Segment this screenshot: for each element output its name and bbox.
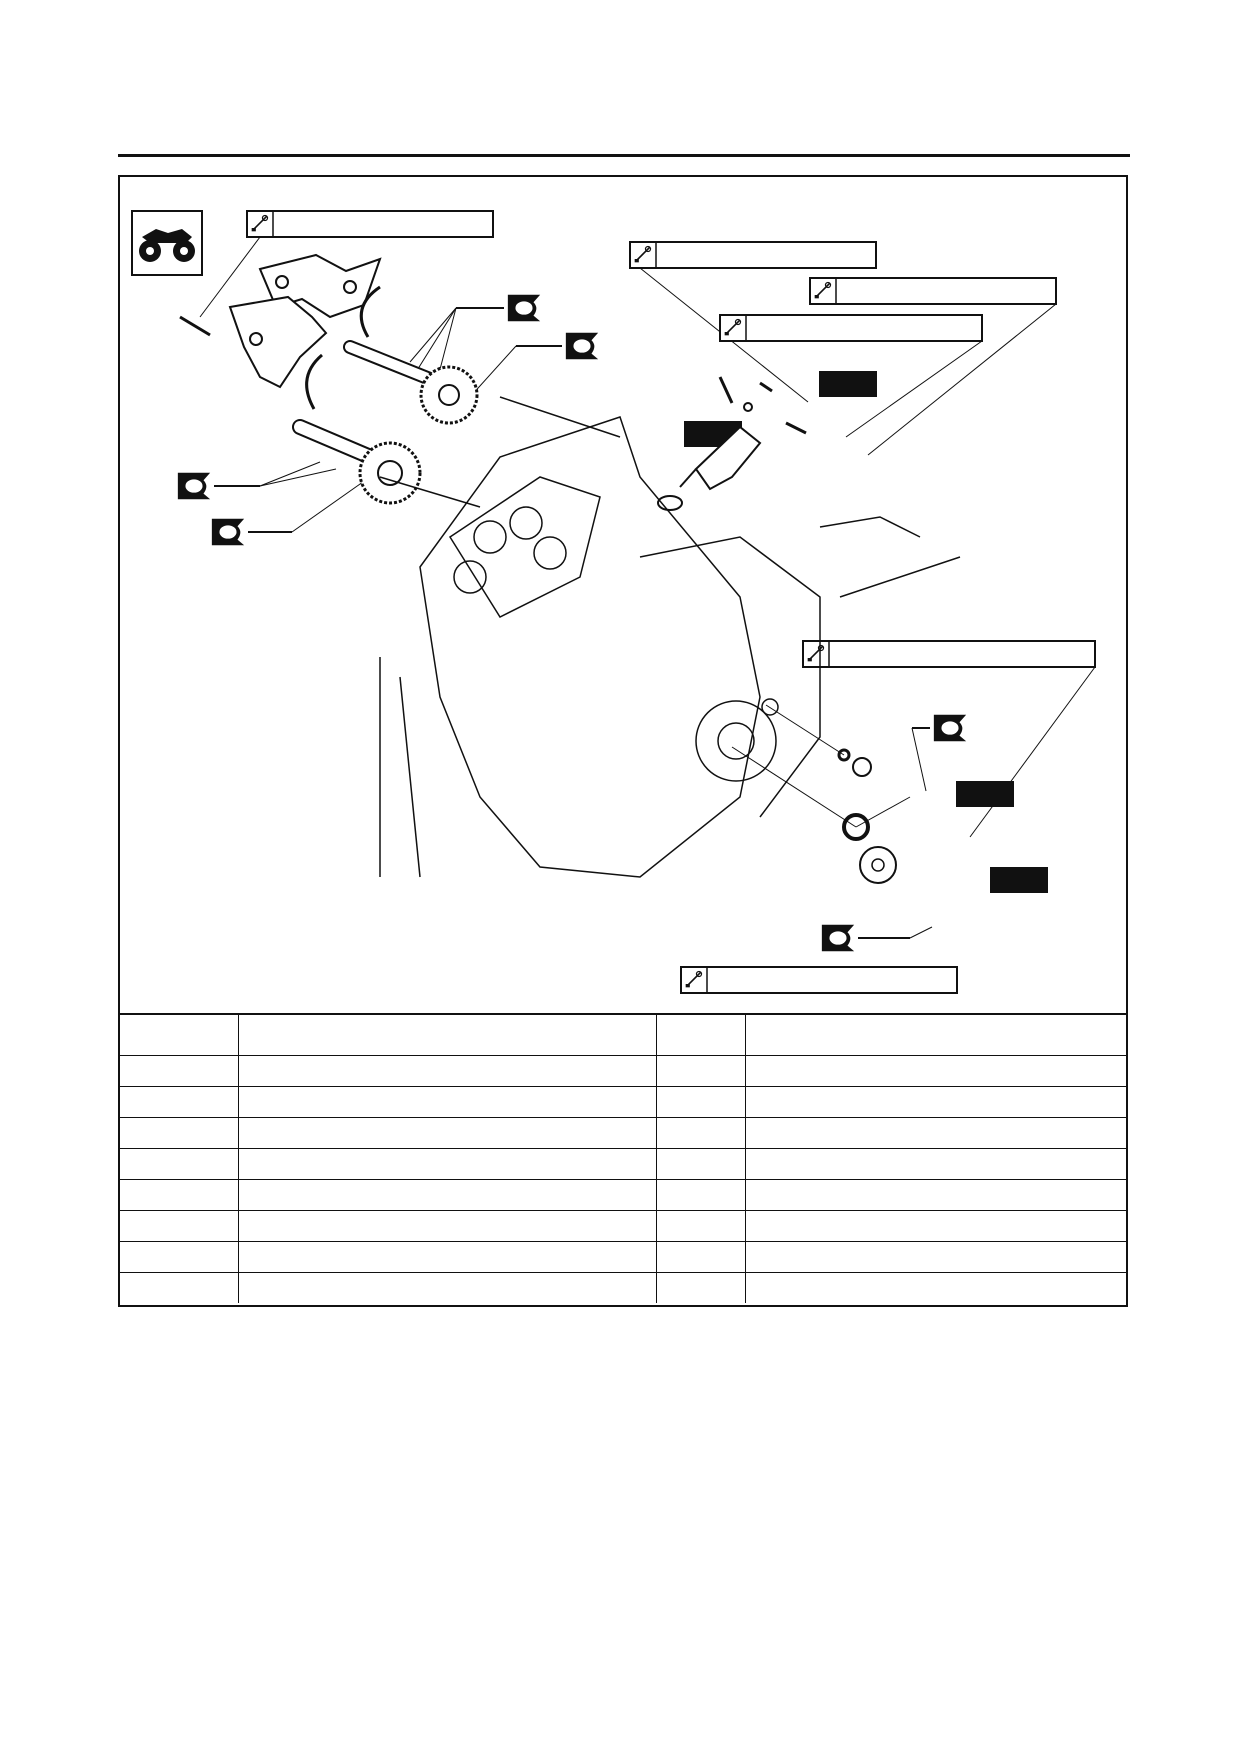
oil-can-icon [821, 924, 933, 952]
torque-callout-crank-plug [680, 966, 958, 994]
table-row [120, 1210, 1126, 1242]
oil-can-icon [409, 294, 541, 378]
engine-block [379, 396, 961, 878]
table-cell [656, 1272, 746, 1303]
table-cell [656, 1117, 746, 1149]
table-cell [238, 1179, 657, 1211]
table-cell [238, 1241, 657, 1273]
table-cell [745, 1117, 1126, 1149]
torque-callout-tensioner-cap [719, 314, 983, 438]
header-cell-remarks [745, 1013, 1126, 1056]
cap-bolt [179, 315, 211, 337]
torque-callout-tensioner-bolt [629, 241, 877, 403]
table-row [120, 1055, 1126, 1087]
table-cell [120, 1117, 239, 1149]
header-rule [118, 154, 1130, 157]
timing-plug [852, 757, 872, 777]
table-cell [238, 1055, 657, 1087]
table-cell [120, 1148, 239, 1180]
replace-label [990, 867, 1048, 893]
torque-callout-cap-bolt [199, 210, 494, 318]
table-cell [238, 1086, 657, 1118]
intake-camshaft [343, 340, 479, 425]
table-cell [656, 1148, 746, 1180]
table-row [120, 1086, 1126, 1118]
table-cell [238, 1117, 657, 1149]
crankshaft-end-plug [859, 846, 897, 884]
table-header-row [120, 1013, 1126, 1056]
table-cell [120, 1179, 239, 1211]
table-cell [656, 1179, 746, 1211]
oil-can-icon [177, 461, 337, 500]
exploded-view-panel [118, 175, 1128, 1307]
table-cell [745, 1055, 1126, 1087]
table-cell [120, 1241, 239, 1273]
table-cell [120, 1086, 239, 1118]
table-cell [120, 1272, 239, 1303]
table-cell [656, 1086, 746, 1118]
camshaft-exploded-diagram [131, 210, 1096, 994]
table-cell [745, 1272, 1126, 1303]
table-cell [745, 1148, 1126, 1180]
oil-can-icon [469, 332, 599, 398]
torque-callout-tensioner-bolt-2 [809, 277, 1057, 456]
exhaust-camshaft [292, 419, 422, 505]
table-row [120, 1179, 1126, 1211]
table-cell [745, 1086, 1126, 1118]
table-row [120, 1148, 1126, 1180]
table-cell [745, 1241, 1126, 1273]
table-cell [120, 1210, 239, 1242]
header-cell-qty [656, 1013, 746, 1056]
clip [305, 353, 323, 410]
camshaft-cap [228, 253, 382, 389]
table-row [120, 1117, 1126, 1149]
clip [359, 285, 381, 338]
oil-can-icon [211, 476, 371, 546]
table-cell [238, 1210, 657, 1242]
replace-label [819, 371, 877, 397]
replace-label [956, 781, 1014, 807]
oil-can-icon [911, 714, 967, 792]
table-cell [656, 1210, 746, 1242]
parts-table [120, 1013, 1126, 1303]
header-cell-order [120, 1013, 239, 1056]
table-row [120, 1241, 1126, 1273]
table-cell [238, 1148, 657, 1180]
header-cell-job [238, 1013, 657, 1056]
table-cell [238, 1272, 657, 1303]
table-cell [745, 1179, 1126, 1211]
table-cell [745, 1210, 1126, 1242]
table-cell [656, 1241, 746, 1273]
table-cell [656, 1055, 746, 1087]
table-row [120, 1272, 1126, 1303]
table-cell [120, 1055, 239, 1087]
torque-callout-timing-plug [802, 640, 1096, 838]
cam-chain-tensioner [657, 376, 807, 511]
atv-icon [131, 210, 203, 276]
